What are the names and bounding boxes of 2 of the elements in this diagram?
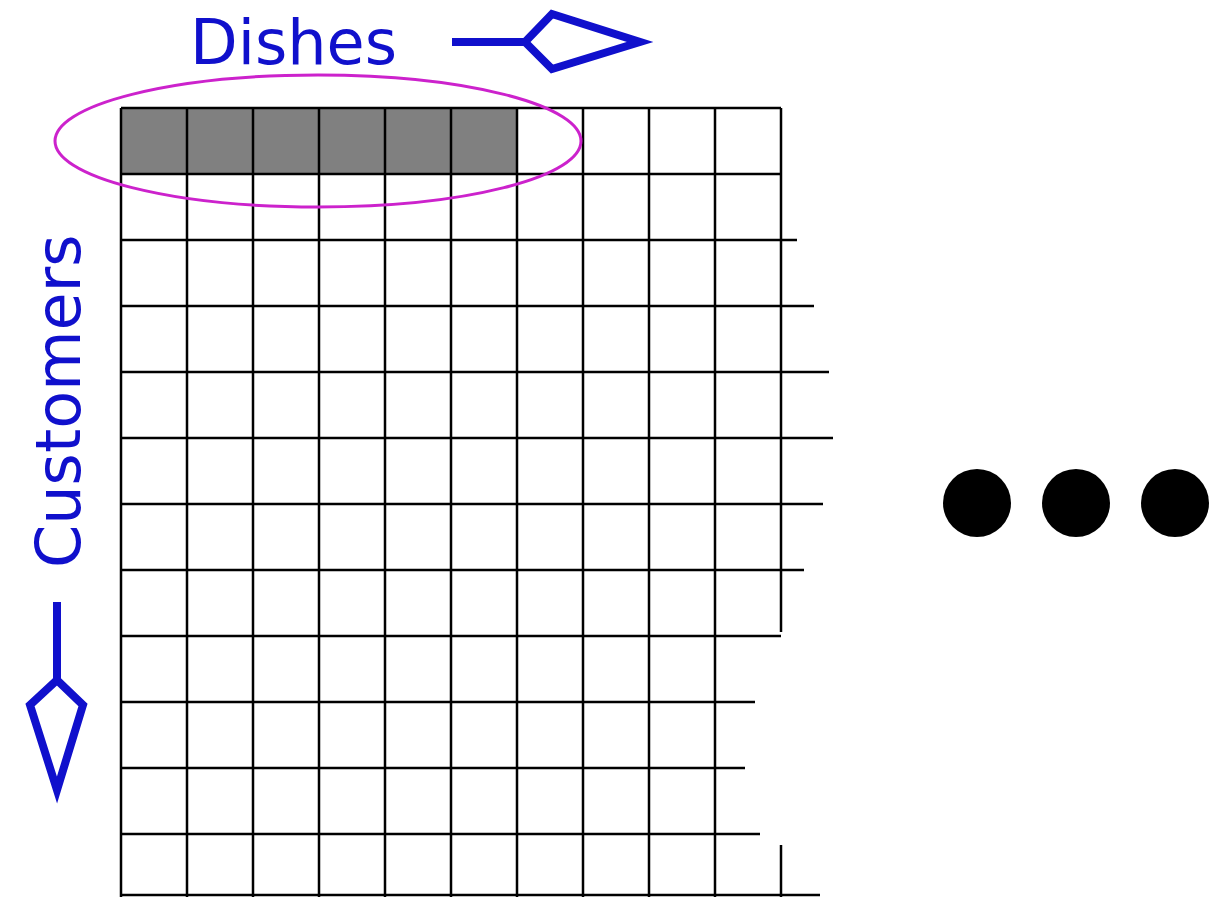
axis-label: Dishes [190, 12, 397, 74]
axis-label: Customers [28, 234, 90, 568]
